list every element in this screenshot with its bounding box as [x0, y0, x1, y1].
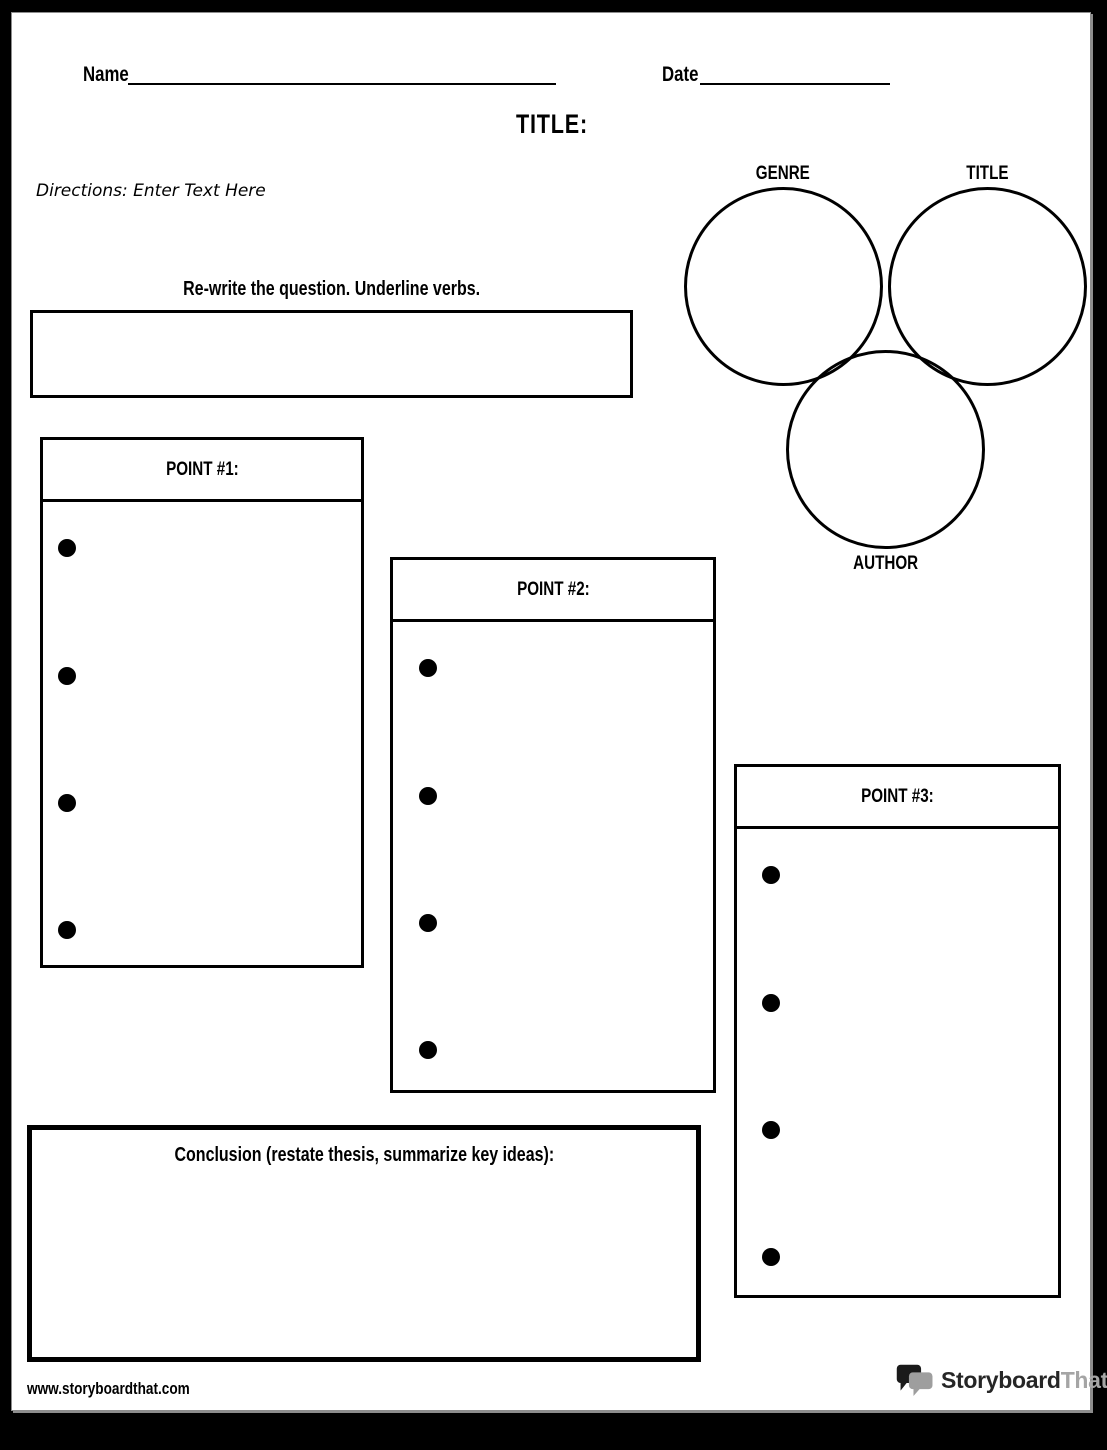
point-2-heading-text: POINT #2:: [516, 578, 590, 600]
venn-title-label-text: TITLE: [965, 163, 1009, 184]
page-title-text: TITLE:: [515, 109, 588, 139]
bullet-dot: [762, 866, 780, 884]
bullet-dot: [762, 994, 780, 1012]
logo-that-text: That: [1060, 1366, 1107, 1393]
point-3-box[interactable]: POINT #3:: [734, 764, 1061, 1298]
bullet-dot: [419, 1041, 437, 1059]
bullet-dot: [419, 914, 437, 932]
genre-circle[interactable]: [684, 187, 883, 386]
point-3-header: POINT #3:: [737, 767, 1058, 829]
page-title: TITLE:: [12, 109, 1092, 140]
author-label: AUTHOR: [806, 553, 966, 575]
website-url: www.storyboardthat.com: [27, 1379, 230, 1399]
question-heading-text: Re-write the question. Underline verbs.: [183, 278, 480, 300]
conclusion-box[interactable]: Conclusion (restate thesis, summarize ke…: [27, 1125, 701, 1362]
date-line[interactable]: [700, 83, 890, 85]
name-label-text: Name: [83, 63, 129, 86]
bullet-dot: [762, 1248, 780, 1266]
date-label-text: Date: [662, 63, 699, 86]
website-url-text: www.storyboardthat.com: [27, 1379, 190, 1398]
point-2-header: POINT #2:: [393, 560, 713, 622]
point-1-heading-text: POINT #1:: [165, 458, 239, 480]
directions-text: Directions: Enter Text Here: [36, 181, 266, 201]
speech-bubbles-icon: [896, 1363, 934, 1397]
genre-label: GENRE: [703, 163, 863, 185]
point-3-heading-text: POINT #3:: [861, 785, 934, 807]
point-2-box[interactable]: POINT #2:: [390, 557, 716, 1093]
bullet-dot: [58, 539, 76, 557]
name-label: Name: [83, 63, 140, 87]
author-label-text: AUTHOR: [853, 553, 919, 574]
bullet-dot: [58, 921, 76, 939]
point-1-box[interactable]: POINT #1:: [40, 437, 364, 968]
question-box[interactable]: [30, 310, 633, 398]
venn-title-label: TITLE: [907, 163, 1067, 185]
bullet-dot: [762, 1121, 780, 1139]
date-label: Date: [662, 63, 708, 87]
worksheet-page: Name Date TITLE: Directions: Enter Text …: [11, 12, 1107, 1411]
author-circle[interactable]: [786, 350, 985, 549]
bullet-dot: [58, 794, 76, 812]
conclusion-heading: Conclusion (restate thesis, summarize ke…: [32, 1144, 696, 1167]
question-heading: Re-write the question. Underline verbs.: [30, 278, 633, 301]
bullet-dot: [419, 659, 437, 677]
bullet-dot: [58, 667, 76, 685]
genre-label-text: GENRE: [755, 163, 811, 184]
storyboardthat-logo: StoryboardThat: [896, 1363, 1107, 1397]
title-circle[interactable]: [888, 187, 1087, 386]
point-1-header: POINT #1:: [43, 440, 361, 502]
name-line[interactable]: [128, 83, 556, 85]
logo-storyboard-text: Storyboard: [941, 1366, 1061, 1393]
conclusion-heading-text: Conclusion (restate thesis, summarize ke…: [174, 1144, 554, 1166]
logo-wordmark: StoryboardThat: [941, 1367, 1107, 1394]
bullet-dot: [419, 787, 437, 805]
